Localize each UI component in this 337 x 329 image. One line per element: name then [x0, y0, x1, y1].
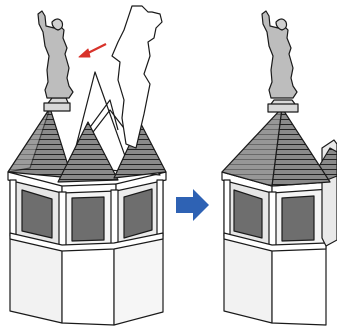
transition-arrow-icon: [176, 189, 209, 221]
window-front-after: [281, 195, 315, 242]
pedestal-after: [267, 99, 299, 113]
move-arrow-icon: [78, 43, 107, 58]
tower-body-lower-after: [223, 235, 327, 326]
window-left: [21, 189, 53, 239]
main-spire-roof: [221, 107, 331, 187]
window-front: [71, 196, 105, 242]
panel-after: [221, 10, 337, 326]
pedestal-small: [43, 97, 71, 112]
tower-body-lower: [9, 235, 164, 326]
spire-roofs: [7, 107, 167, 183]
statue-placed-left: [37, 10, 74, 99]
window-left-after: [233, 189, 263, 239]
panel-before: [7, 5, 167, 326]
tower-body-upper-after: [221, 139, 337, 252]
statue-ghost-outline: [111, 5, 163, 149]
window-right: [123, 188, 153, 239]
statue-placed-right: [261, 10, 298, 99]
tower-body-upper: [7, 171, 167, 252]
